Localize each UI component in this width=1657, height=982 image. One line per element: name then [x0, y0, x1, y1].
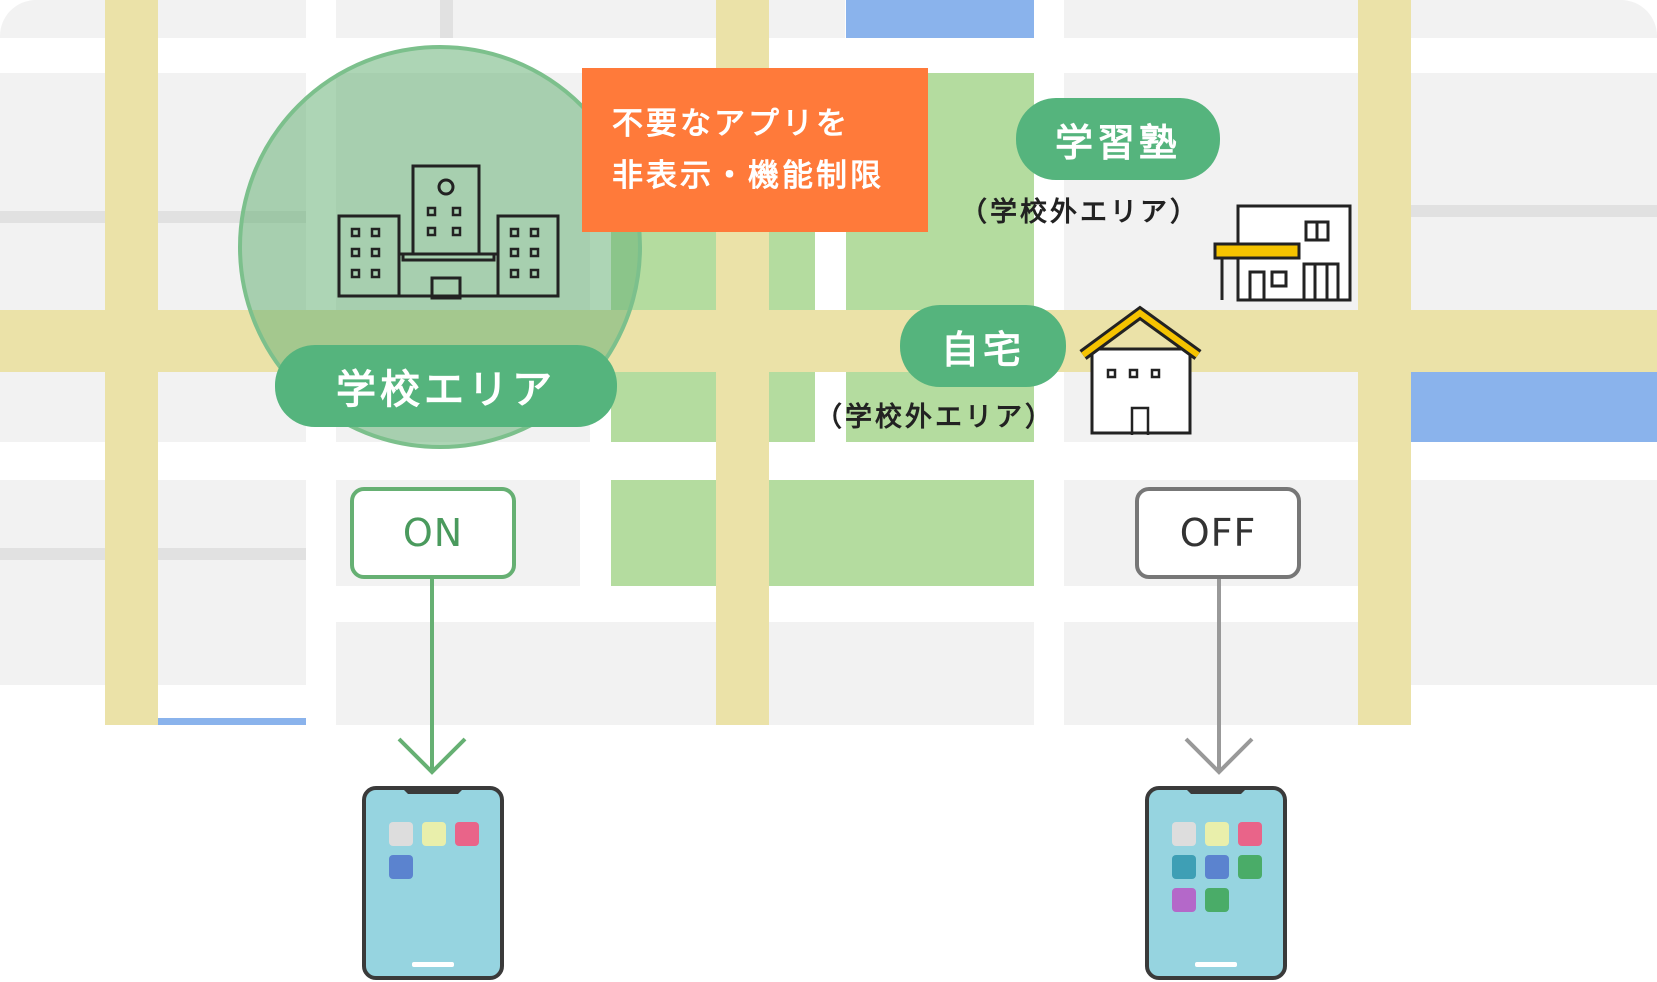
- app-icon: [389, 855, 413, 879]
- app-icon: [455, 822, 479, 846]
- phone-restricted: [362, 786, 504, 980]
- on-toggle[interactable]: ON: [350, 487, 516, 579]
- home-caption: （学校外エリア）: [815, 402, 1055, 433]
- app-icon: [1238, 822, 1262, 846]
- on-arrow: [397, 579, 467, 775]
- app-icon: [1172, 855, 1196, 879]
- restriction-notice: 不要なアプリを 非表示・機能制限: [582, 68, 928, 232]
- school-building-icon: [337, 164, 560, 300]
- app-icon: [1172, 822, 1196, 846]
- phone-unrestricted: [1145, 786, 1287, 980]
- notice-line-1: 不要なアプリを: [612, 106, 850, 142]
- off-arrow: [1184, 579, 1254, 775]
- app-icon: [1205, 855, 1229, 879]
- cram-school-building-icon: [1213, 204, 1352, 302]
- app-icon: [1205, 822, 1229, 846]
- home-label: 自宅: [900, 305, 1066, 387]
- cram-school-caption: （学校外エリア）: [960, 197, 1200, 228]
- app-icon: [1238, 855, 1262, 879]
- app-icon: [1172, 888, 1196, 912]
- house-icon: [1079, 305, 1202, 435]
- app-icon: [1205, 888, 1229, 912]
- notice-line-2: 非表示・機能制限: [612, 158, 884, 194]
- cram-school-label: 学習塾: [1016, 98, 1220, 180]
- off-toggle[interactable]: OFF: [1135, 487, 1301, 579]
- app-icon: [389, 822, 413, 846]
- app-icon: [422, 822, 446, 846]
- school-area-label: 学校エリア: [275, 345, 617, 427]
